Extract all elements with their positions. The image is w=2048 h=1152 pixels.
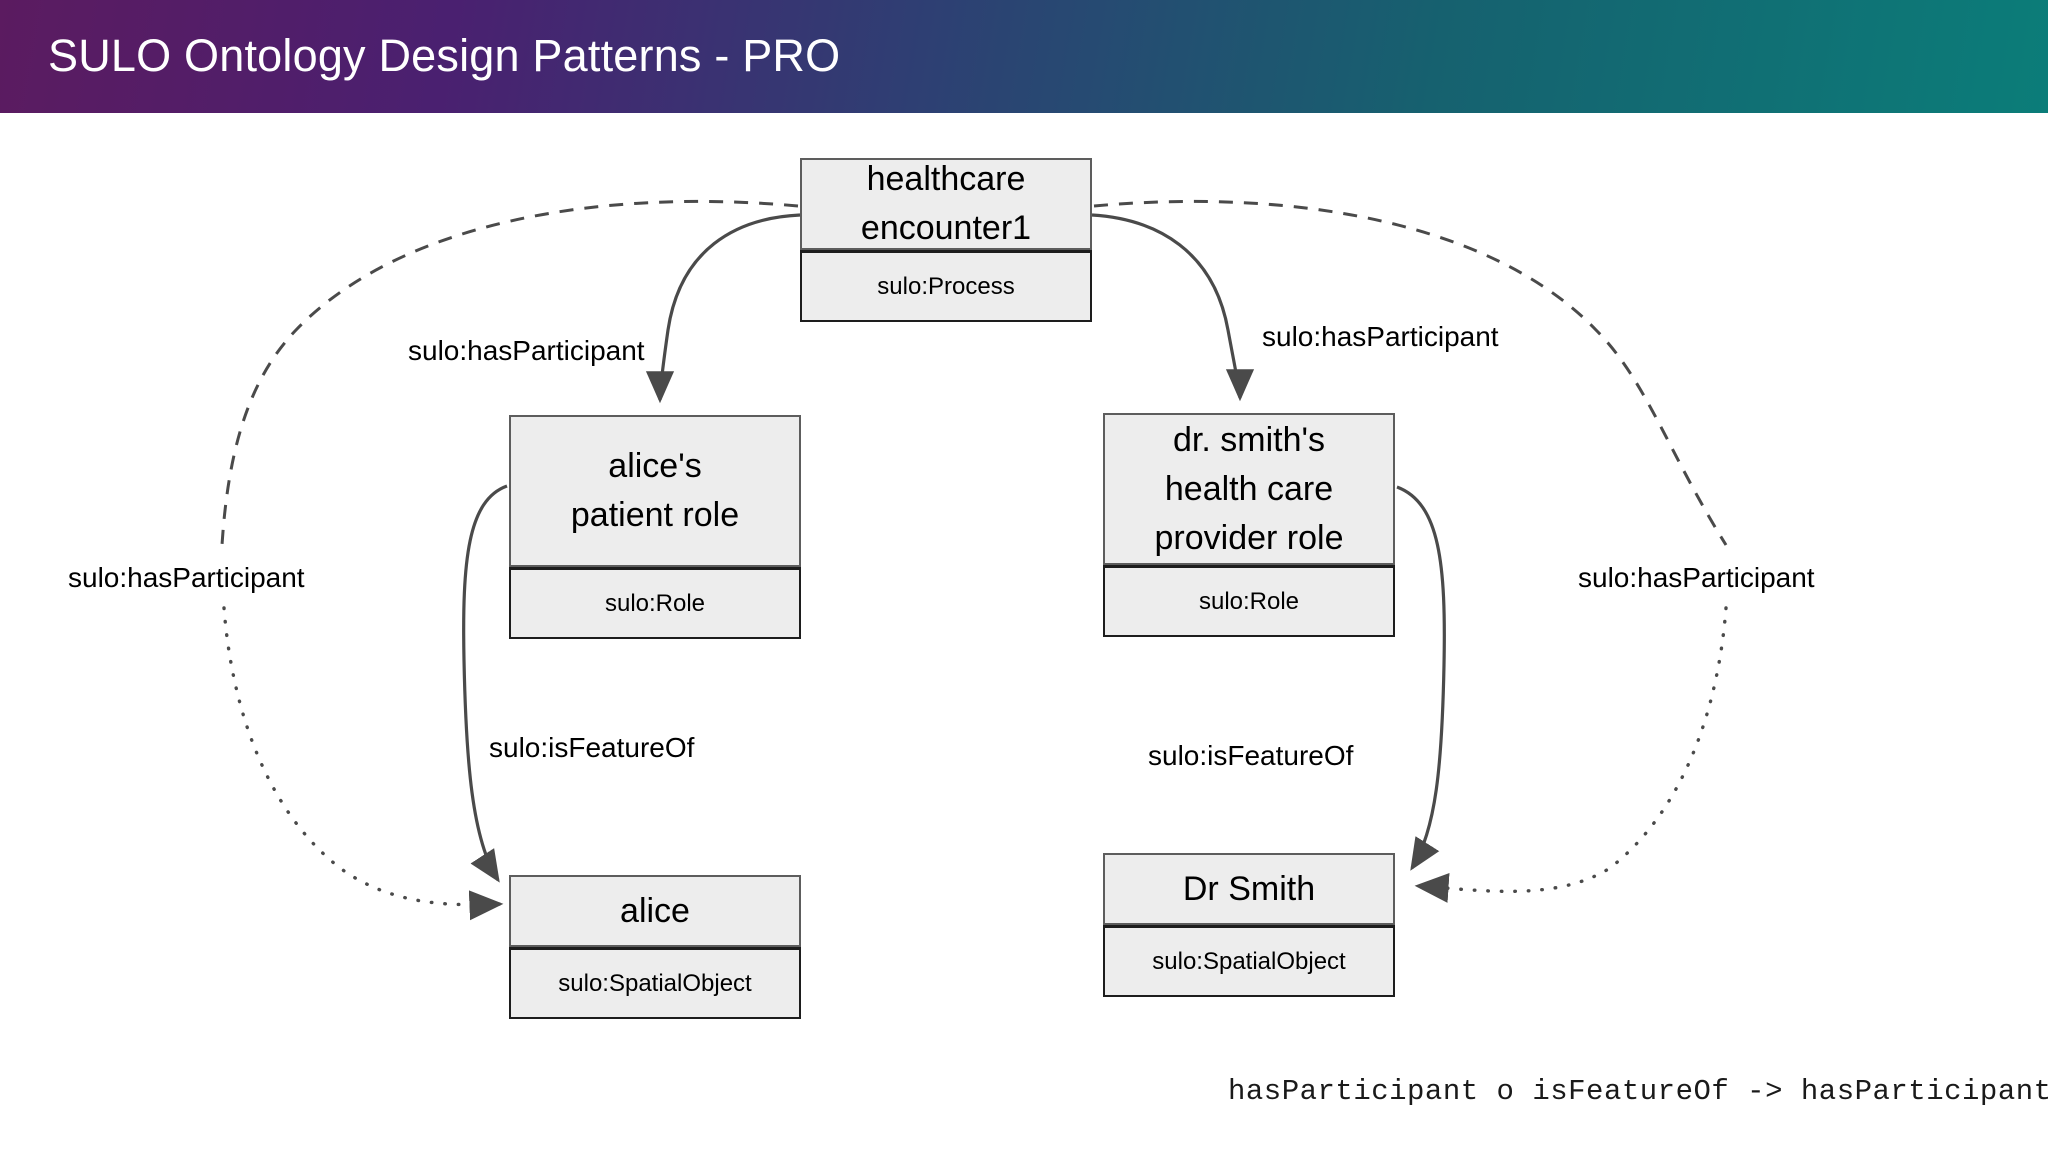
node-name: alice [509, 875, 801, 947]
edge-label-smith-role-is-feature-of: sulo:isFeatureOf [1148, 740, 1354, 771]
node-alice[interactable]: alice sulo:SpatialObject [509, 875, 801, 1019]
edge-label-encounter-to-smith-role: sulo:hasParticipant [1262, 321, 1499, 352]
edge-label-encounter-has-participant-alice: sulo:hasParticipant [68, 562, 305, 593]
edge-label-alice-role-is-feature-of: sulo:isFeatureOf [489, 732, 695, 763]
property-chain-formula: hasParticipant o isFeatureOf -> hasParti… [1228, 1075, 2048, 1108]
node-type: sulo:Role [1103, 565, 1395, 637]
edge-label-encounter-has-participant-dr-smith: sulo:hasParticipant [1578, 562, 1815, 593]
edge-smith-role-is-feature-of [1396, 485, 1446, 871]
node-type: sulo:Process [800, 250, 1092, 322]
edge-encounter-to-alice-role [645, 213, 801, 404]
node-healthcare-encounter1[interactable]: healthcare encounter1 sulo:Process [800, 158, 1092, 322]
node-type: sulo:Role [509, 567, 801, 639]
node-type: sulo:SpatialObject [1103, 925, 1395, 997]
page-title: SULO Ontology Design Patterns - PRO [48, 30, 841, 81]
edge-encounter-has-participant-smith-dotted [1414, 606, 1728, 903]
node-name: alice's patient role [509, 415, 801, 567]
edge-encounter-to-smith-role [1091, 213, 1255, 402]
title-banner: SULO Ontology Design Patterns - PRO [0, 0, 2048, 113]
edge-alice-role-is-feature-of [462, 484, 508, 883]
node-dr-smith[interactable]: Dr Smith sulo:SpatialObject [1103, 853, 1395, 997]
edge-label-encounter-to-alice-role: sulo:hasParticipant [408, 335, 645, 366]
node-name: dr. smith's health care provider role [1103, 413, 1395, 565]
node-name: Dr Smith [1103, 853, 1395, 925]
node-name: healthcare encounter1 [800, 158, 1092, 250]
node-alices-patient-role[interactable]: alice's patient role sulo:Role [509, 415, 801, 639]
node-type: sulo:SpatialObject [509, 947, 801, 1019]
node-dr-smiths-health-care-provider-role[interactable]: dr. smith's health care provider role su… [1103, 413, 1395, 637]
edge-encounter-has-participant-alice-dotted [222, 606, 504, 921]
